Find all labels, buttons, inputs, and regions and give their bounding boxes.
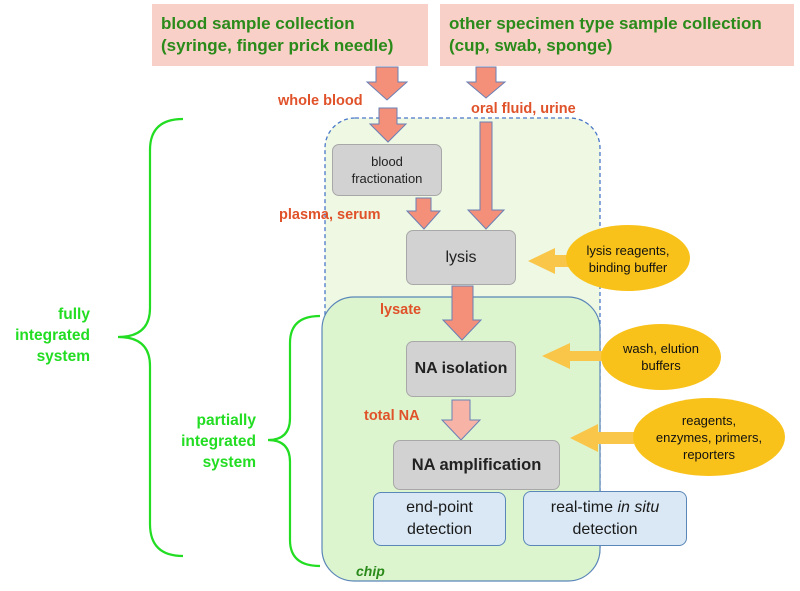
label-lysate: lysate (380, 302, 422, 318)
lysis-box: lysis (406, 230, 516, 285)
main-arrows (365, 66, 507, 441)
na-isolation-label: NA isolation (414, 360, 508, 377)
reagent-arrows (528, 248, 634, 452)
realtime-line1: real-time in situ (551, 497, 659, 519)
reagent-amp-text: reagents, enzymes, primers, reporters (633, 409, 785, 465)
realtime-detection-box: real-time in situ detection (523, 491, 687, 546)
reagent-arrow-wash (542, 343, 607, 369)
label-oral-fluid-urine: oral fluid, urine (471, 101, 576, 117)
reagent-amp-line1: reagents, (681, 412, 737, 428)
endpoint-line1: end-point (406, 499, 473, 516)
blood-fractionation-line2: fractionation (351, 171, 423, 186)
reagent-lysis-line2: binding buffer (588, 260, 668, 275)
reagent-ellipse-wash (601, 324, 721, 390)
label-total-na: total NA (364, 408, 420, 424)
partially-integrated-label: partially integrated system (150, 410, 256, 473)
label-whole-blood: whole blood (278, 93, 363, 109)
na-isolation-box: NA isolation (406, 341, 516, 397)
other-collection-box: other specimen type sample collection (c… (440, 4, 794, 66)
brace-fully-integrated (117, 117, 184, 558)
brace-partially-integrated (267, 314, 321, 568)
reagent-wash-line2: buffers (641, 358, 681, 373)
reagent-ellipse-lysis (566, 225, 690, 291)
reagent-ellipse-amp (633, 398, 785, 476)
reagent-lysis-text: lysis reagents, binding buffer (566, 239, 690, 279)
other-collection-title: other specimen type sample collection (449, 14, 762, 33)
lysis-label: lysis (445, 248, 477, 266)
endpoint-line2: detection (407, 521, 472, 538)
chip-label: chip (356, 563, 385, 579)
reagent-lysis-line1: lysis reagents, (586, 243, 670, 258)
realtime-line2: detection (572, 520, 638, 538)
arrow-lysate (441, 285, 483, 341)
partially-line1: partially (196, 412, 256, 429)
blood-collection-box: blood sample collection (syringe, finger… (152, 4, 428, 66)
reagent-arrow-lysis (528, 248, 572, 274)
arrow-total-na (440, 399, 482, 441)
reagent-wash-text: wash, elution buffers (601, 337, 721, 377)
na-amplification-label: NA amplification (411, 455, 542, 474)
reagent-arrow-amp (570, 424, 634, 452)
arrow-oral-fluid (466, 121, 506, 230)
fully-line2: integrated (15, 327, 90, 344)
endpoint-detection-box: end-point detection (373, 492, 506, 546)
partially-line2: integrated (181, 433, 256, 450)
arrow-plasma-serum (405, 197, 442, 230)
realtime-line1-text: real-time (550, 498, 618, 516)
na-amplification-box: NA amplification (393, 440, 560, 490)
blood-collection-title: blood sample collection (161, 14, 355, 33)
reagent-amp-line3: reporters (682, 446, 736, 462)
partially-line3: system (202, 454, 256, 471)
blood-fractionation-line1: blood (371, 154, 403, 169)
arrow-whole-blood (368, 107, 408, 143)
blood-fractionation-box: blood fractionation (332, 144, 442, 196)
fully-integrated-label: fully integrated system (0, 304, 90, 367)
realtime-line1-italic: in situ (617, 498, 660, 516)
reagent-wash-line1: wash, elution (623, 341, 699, 356)
arrow-other-collection (465, 66, 507, 99)
label-plasma-serum: plasma, serum (279, 207, 381, 223)
other-collection-methods: (cup, swab, sponge) (449, 36, 613, 55)
fully-line3: system (36, 348, 90, 365)
blood-collection-methods: (syringe, finger prick needle) (161, 36, 394, 55)
reagent-amp-line2: enzymes, primers, (655, 429, 763, 445)
fully-line1: fully (58, 306, 90, 323)
arrow-blood-collection (365, 66, 409, 101)
